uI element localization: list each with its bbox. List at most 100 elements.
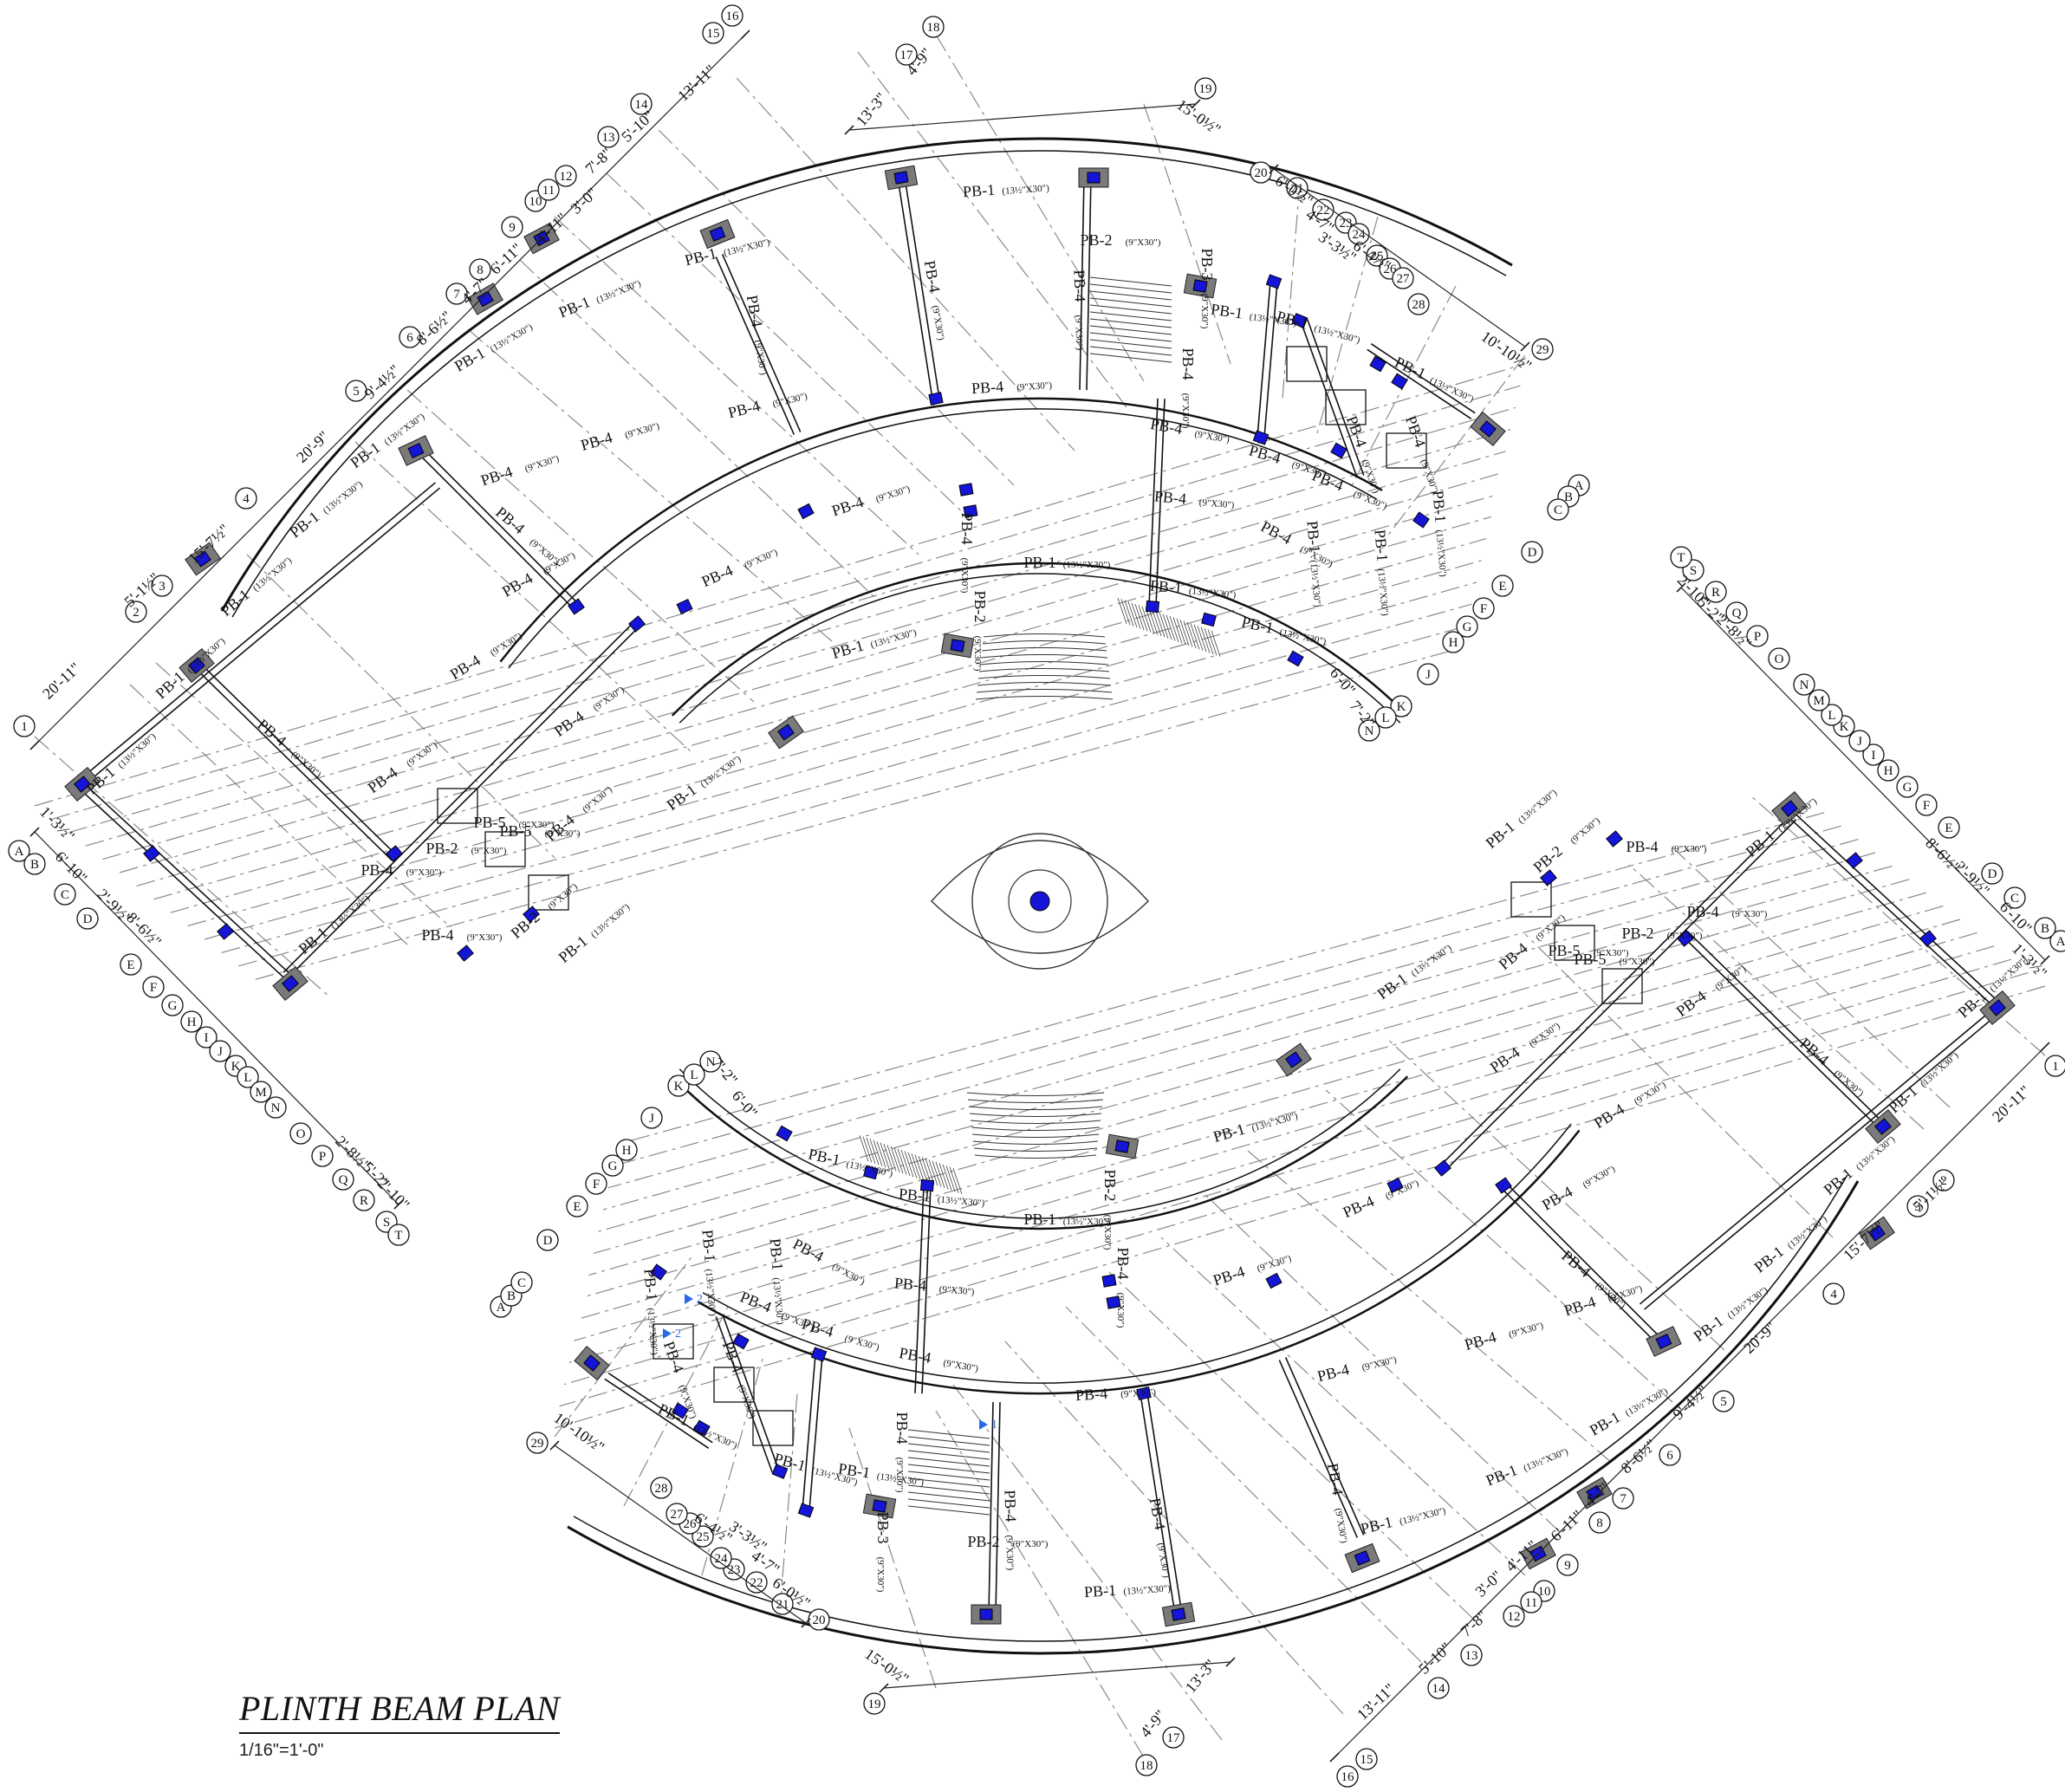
end-beam <box>1796 814 2003 1006</box>
beam-mark: PB-2 <box>971 590 989 622</box>
bubble-circle <box>1347 223 1370 245</box>
dimension-text: 20'-11" <box>1989 1082 2034 1126</box>
bubble-label: 13 <box>602 131 615 145</box>
pb4-long <box>282 625 631 973</box>
grid-bubble: F <box>585 1172 607 1195</box>
bubble-label: 17 <box>900 49 914 62</box>
cross-beam <box>1300 321 1358 478</box>
grid-bubble: 19 <box>1194 77 1217 100</box>
grid-bubble: T <box>387 1224 410 1246</box>
beam-label: PB-4(9"X30") <box>421 926 502 944</box>
wc-cubicle <box>484 831 526 867</box>
bubble-circle <box>1460 1644 1483 1666</box>
beam-mark: PB-4 <box>971 378 1003 398</box>
bubble-label: T <box>1677 551 1685 565</box>
grid-bubble: 13 <box>1460 1644 1483 1666</box>
beam-size: (9"X30") <box>528 537 562 568</box>
bubble-circle <box>1915 794 1938 816</box>
beam-label: PB-1(13½"X30") <box>1275 308 1361 346</box>
dimension-line <box>848 103 1197 131</box>
beam-label: PB-4(9"X30") <box>744 294 769 376</box>
bubble-label: P <box>319 1150 326 1164</box>
stair-tread <box>907 1443 990 1453</box>
column-pedestal <box>1470 411 1506 447</box>
bubble-label: G <box>1463 620 1472 634</box>
hatch <box>883 1143 893 1171</box>
beam-size: (9"X30") <box>1180 393 1191 429</box>
hatch <box>914 1154 925 1181</box>
beam-mark: PB-4 <box>1153 487 1187 507</box>
cross-beam <box>1263 282 1278 438</box>
beam-size: (9"X30") <box>624 421 661 441</box>
beam-mark: PB-4 <box>1324 1462 1347 1497</box>
beam-mark: PB-4 <box>699 562 736 590</box>
grid-line <box>1672 847 1951 1108</box>
grid-bubble: R <box>1705 581 1727 603</box>
beam-size: (13½"X30") <box>869 627 918 651</box>
grid-bubble: C <box>54 883 76 906</box>
grid-bubble: 24 <box>710 1547 732 1569</box>
column-section <box>777 724 795 741</box>
beam-size: (13½"X30") <box>723 237 771 259</box>
beam-size: (13½"X30") <box>770 1277 785 1326</box>
bubble-label: 19 <box>868 1698 881 1711</box>
beam-size: (9"X30") <box>519 820 555 830</box>
column <box>676 598 693 615</box>
beam-label: PB-2(9"X30") <box>425 840 506 857</box>
cross-beam <box>904 177 940 399</box>
dimension-tick <box>2040 955 2050 965</box>
bubble-label: 2 <box>133 606 140 620</box>
beam-size: (9"X30") <box>405 740 439 769</box>
bubble-label: 27 <box>671 1508 685 1522</box>
grid-bubble: 6 <box>399 326 421 348</box>
dimension-text: 6'-11" <box>486 240 525 278</box>
beam-mark: PB-1 <box>1303 520 1323 554</box>
beam-mark: PB-1 <box>451 344 488 375</box>
bubble-circle <box>1547 498 1569 521</box>
column-pedestal <box>884 165 919 191</box>
beam-size: (13½"X30") <box>1313 323 1361 346</box>
column-section <box>1677 930 1694 947</box>
wc-cubicle <box>1386 432 1427 469</box>
grid-bubble: 11 <box>537 179 560 201</box>
bubble-label: F <box>1480 602 1487 616</box>
beam-mark: PB-1 <box>1149 576 1183 596</box>
bubble-label: 29 <box>531 1437 544 1451</box>
inner-beam-arc <box>671 562 1409 717</box>
bubble-circle <box>1358 719 1380 742</box>
column <box>1386 1177 1404 1194</box>
column-section <box>1606 830 1623 847</box>
bubble-circle <box>2049 930 2065 952</box>
beam-size: (9"X30") <box>1527 1021 1562 1049</box>
bubble-label: J <box>1857 735 1862 749</box>
column-pedestal <box>1276 1042 1312 1077</box>
column-section <box>188 657 205 674</box>
bubble-label: M <box>255 1086 266 1100</box>
cross-beam <box>1148 398 1159 607</box>
grid-bubble: 2 <box>125 601 147 623</box>
column-pedestal <box>64 766 101 802</box>
grid-bubble: F <box>1472 597 1495 620</box>
grid-line <box>559 972 2029 1407</box>
grid-line <box>153 516 1491 900</box>
step <box>977 675 1111 679</box>
grid-bubble: 7 <box>1612 1487 1634 1510</box>
bubble-circle <box>1670 546 1692 568</box>
grid-bubble: J <box>209 1040 231 1062</box>
bubble-label: S <box>383 1216 390 1230</box>
bubble-circle <box>1312 198 1334 221</box>
bubble-circle <box>1659 1444 1681 1466</box>
beam-mark: PB-4 <box>1626 838 1658 855</box>
cross-beam <box>201 664 398 856</box>
stair-tread <box>1089 297 1172 308</box>
column-section <box>1101 1274 1117 1288</box>
beam-mark: PB-4 <box>958 512 976 544</box>
step <box>968 1106 1103 1110</box>
beam-mark: PB-4 <box>421 926 453 944</box>
beam-mark: PB-4 <box>1673 987 1710 1020</box>
beam-label: PB-2(9"X30") <box>1621 925 1702 942</box>
pb1-long <box>76 482 436 782</box>
beam-mark: PB-4 <box>1149 415 1184 438</box>
beam-mark: PB-4 <box>1539 1183 1575 1214</box>
grid-bubble: G <box>1896 776 1919 798</box>
